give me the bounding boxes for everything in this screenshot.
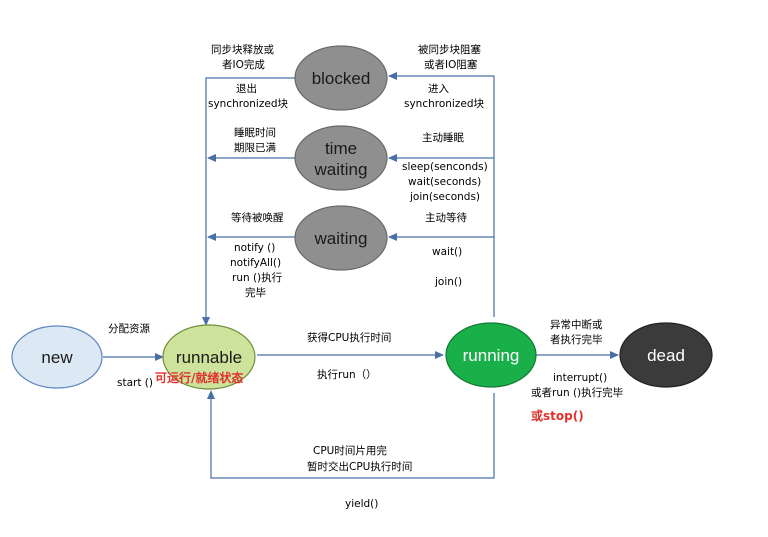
label-run-done-line2: 完毕 — [245, 286, 266, 299]
node-runnable-label: runnable — [176, 348, 242, 367]
node-dead-label: dead — [647, 346, 685, 365]
label-enter-sync-line2: synchronized块 — [404, 98, 484, 110]
label-run-finished: 或者run ()执行完毕 — [531, 386, 623, 399]
node-blocked-label: blocked — [312, 69, 371, 88]
node-runnable: runnable — [162, 324, 256, 390]
label-cpu-slice-line1: CPU时间片用完 — [313, 444, 387, 457]
node-new-label: new — [41, 348, 73, 367]
label-abnormal-line2: 者执行完毕 — [550, 333, 603, 346]
label-wait: wait() — [432, 246, 462, 258]
label-enter-sync-line1: 进入 — [428, 83, 449, 95]
label-notify: notify () — [234, 242, 275, 254]
label-wait-seconds: wait(seconds) — [408, 176, 481, 188]
label-join: join() — [434, 276, 462, 288]
label-sleep-timeout-line2: 期限已满 — [234, 142, 276, 154]
label-sleep-seconds: sleep(senconds) — [402, 161, 488, 173]
label-cpu-slice-line2: 暂时交出CPU执行时间 — [307, 460, 412, 473]
label-blocked-release-line1: 同步块释放或 — [211, 43, 274, 56]
label-blocked-enter-line2: 或者IO阻塞 — [424, 58, 478, 71]
node-blocked: blocked — [294, 45, 388, 111]
label-exit-sync-line1: 退出 — [236, 82, 257, 95]
label-blocked-enter-line1: 被同步块阻塞 — [418, 43, 481, 56]
node-time-waiting-label-line2: waiting — [314, 160, 368, 179]
label-execute-run: 执行run（） — [317, 368, 377, 381]
label-run-done-line1: run ()执行 — [232, 271, 283, 284]
label-or-stop: 或stop() — [531, 408, 584, 423]
label-wait-notified: 等待被唤醒 — [231, 211, 284, 224]
label-sleep-timeout-line1: 睡眠时间 — [234, 126, 276, 139]
node-running-label: running — [463, 346, 520, 365]
label-active-sleep: 主动睡眠 — [422, 131, 464, 144]
node-time-waiting: time waiting — [294, 125, 388, 191]
label-alloc-resources: 分配资源 — [108, 322, 150, 335]
arrow-blocked-to-runnable — [202, 77, 296, 326]
node-new: new — [11, 325, 103, 389]
label-start: start () — [117, 377, 153, 389]
label-notify-all: notifyAll() — [230, 257, 281, 269]
node-dead: dead — [619, 322, 713, 388]
label-join-seconds: join(seconds) — [409, 191, 480, 203]
label-abnormal-line1: 异常中断或 — [550, 318, 603, 331]
node-running: running — [445, 322, 537, 388]
label-blocked-release-line2: 者IO完成 — [222, 58, 265, 71]
label-runnable-state: 可运行/就绪状态 — [155, 370, 243, 385]
node-waiting: waiting — [294, 205, 388, 271]
arrow-running-to-runnable-yield — [207, 390, 495, 479]
label-yield: yield() — [345, 498, 378, 510]
label-exit-sync-line2: synchronized块 — [208, 98, 288, 110]
label-active-wait: 主动等待 — [425, 211, 467, 224]
label-get-cpu-time: 获得CPU执行时间 — [307, 331, 391, 344]
label-interrupt: interrupt() — [553, 372, 607, 384]
node-time-waiting-label-line1: time — [325, 139, 357, 158]
node-waiting-label: waiting — [314, 229, 368, 248]
